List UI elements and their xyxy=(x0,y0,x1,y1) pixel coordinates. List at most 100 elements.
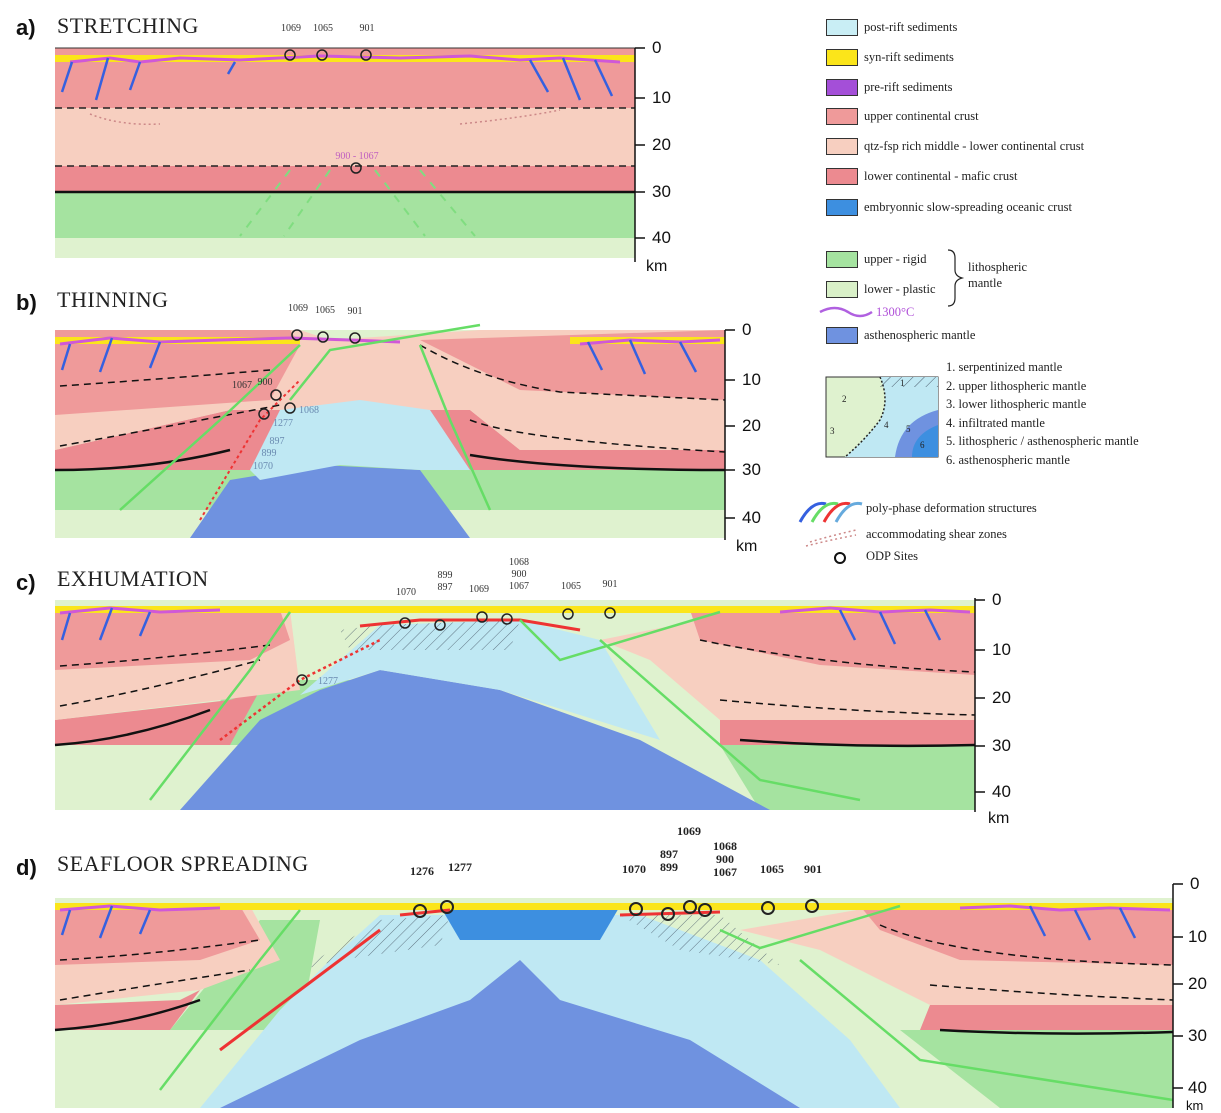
site-label: 1065 xyxy=(561,581,581,592)
legend-numbered-item: 6. asthenospheric mantle xyxy=(946,452,1070,467)
odp-site-markers-c xyxy=(296,607,616,686)
inset-number: 5 xyxy=(906,424,911,434)
depth-label-40: 40 xyxy=(652,228,671,247)
panel-a-letter: a) xyxy=(16,15,36,40)
depth-unit: km xyxy=(646,258,668,275)
site-label: 1069 xyxy=(677,824,701,838)
legend-swatch xyxy=(826,138,858,155)
depth-label-0: 0 xyxy=(742,320,752,339)
legend-item: qtz-fsp rich middle - lower continental … xyxy=(826,138,1084,155)
depth-unit: km xyxy=(1186,1098,1204,1113)
legend-symbol-label: poly-phase deformation structures xyxy=(866,501,1037,515)
legend-item: lower continental - mafic crust xyxy=(826,168,1017,185)
depth-label-10: 10 xyxy=(992,640,1011,659)
depth-label-10: 10 xyxy=(742,370,761,389)
site-label: 1067 xyxy=(509,581,529,592)
site-label: 899 xyxy=(437,570,453,581)
legend-swatch xyxy=(826,327,858,344)
depth-label-0: 0 xyxy=(652,38,662,57)
legend-item: lower - plastic xyxy=(826,281,936,298)
depth-label-20: 20 xyxy=(992,688,1011,707)
legend-label: upper - rigid xyxy=(864,252,927,266)
panel-a-title: STRETCHING xyxy=(57,13,199,38)
inset-number: 6 xyxy=(920,440,925,450)
panel-a-section xyxy=(55,47,645,262)
legend-swatch xyxy=(826,251,858,268)
site-label: 900 xyxy=(511,569,527,580)
panel-c-section xyxy=(54,598,985,812)
site-label: 1277 xyxy=(448,860,472,874)
site-label: 901 xyxy=(804,862,822,876)
legend-item: embryonnic slow-spreading oceanic crust xyxy=(826,199,1072,216)
depth-label-20: 20 xyxy=(652,135,671,154)
legend-numbered-list: 1. serpentinized mantle 2. upper lithosp… xyxy=(946,358,1139,469)
inset-number: 1 xyxy=(900,378,905,388)
legend-swatch xyxy=(826,79,858,96)
site-label: 900 xyxy=(257,377,273,388)
legend-label: asthenospheric mantle xyxy=(864,328,976,342)
depth-label-10: 10 xyxy=(1188,927,1207,946)
site-label: 1277 xyxy=(318,676,338,687)
depth-label-10: 10 xyxy=(652,88,671,107)
site-label: 897 xyxy=(437,582,453,593)
legend-label: embryonnic slow-spreading oceanic crust xyxy=(864,200,1072,214)
legend-label: lower continental - mafic crust xyxy=(864,169,1018,183)
site-label: 1070 xyxy=(622,862,646,876)
site-label-stack: 1068 900 1067 xyxy=(509,557,529,593)
panel-d-letter: d) xyxy=(16,855,37,880)
legend-item: upper - rigid xyxy=(826,251,926,268)
site-label: 901 xyxy=(347,306,363,317)
site-label: 900 xyxy=(716,852,734,866)
legend-swatch xyxy=(826,108,858,125)
legend-group-label: lithospheric mantle xyxy=(968,260,1028,290)
panel-b-letter: b) xyxy=(16,290,37,315)
legend-symbol-label: ODP Sites xyxy=(866,549,918,563)
site-label: 899 xyxy=(261,448,277,459)
site-label: 1065 xyxy=(313,23,333,34)
inset-number: 2 xyxy=(842,394,847,404)
legend-label: lower - plastic xyxy=(864,282,936,296)
legend-swatch xyxy=(826,168,858,185)
site-label: 1069 xyxy=(288,303,308,314)
panel-b-section xyxy=(54,323,735,540)
site-label: 1277 xyxy=(273,418,293,429)
depth-label-40: 40 xyxy=(1188,1078,1207,1097)
site-label: 1068 xyxy=(713,839,737,853)
panel-d-title: SEAFLOOR SPREADING xyxy=(57,851,309,876)
site-label: 1065 xyxy=(315,305,335,316)
legend-label: syn-rift sediments xyxy=(864,50,954,64)
site-label-stack: 897 899 xyxy=(660,848,678,874)
site-label: 1070 xyxy=(396,587,416,598)
site-label: 1069 xyxy=(469,584,489,595)
depth-label-30: 30 xyxy=(1188,1026,1207,1045)
site-label: 1067 xyxy=(232,380,252,391)
depth-unit: km xyxy=(988,810,1010,827)
odp-site-markers-d xyxy=(413,899,819,921)
depth-unit: km xyxy=(736,538,758,555)
panel-c-title: EXHUMATION xyxy=(57,566,209,591)
site-label-stack: 899 897 xyxy=(438,570,453,594)
site-label: 897 xyxy=(660,847,678,861)
site-label: 901 xyxy=(602,579,618,590)
legend-item: pre-rift sediments xyxy=(826,79,953,96)
panel-c-letter: c) xyxy=(16,570,36,595)
legend-numbered-item: 2. upper lithospheric mantle xyxy=(946,378,1087,393)
legend-graphics xyxy=(798,249,965,564)
depth-label-20: 20 xyxy=(742,416,761,435)
legend-swatch xyxy=(826,19,858,36)
legend-swatch xyxy=(826,199,858,216)
site-label: 1068 xyxy=(509,557,529,568)
legend-label: qtz-fsp rich middle - lower continental … xyxy=(864,139,1085,153)
site-label-stack: 1068 900 1067 xyxy=(713,840,737,879)
legend-isotherm-label: 1300°C xyxy=(876,305,915,319)
legend-swatch xyxy=(826,49,858,66)
site-label: 1065 xyxy=(760,862,784,876)
legend-label: upper continental crust xyxy=(864,109,979,123)
depth-label-30: 30 xyxy=(742,460,761,479)
legend-swatch xyxy=(826,281,858,298)
site-label: 899 xyxy=(660,860,678,874)
depth-label-30: 30 xyxy=(992,736,1011,755)
legend-numbered-item: 5. lithospheric / asthenospheric mantle xyxy=(946,434,1139,448)
depth-label-40: 40 xyxy=(992,782,1011,801)
